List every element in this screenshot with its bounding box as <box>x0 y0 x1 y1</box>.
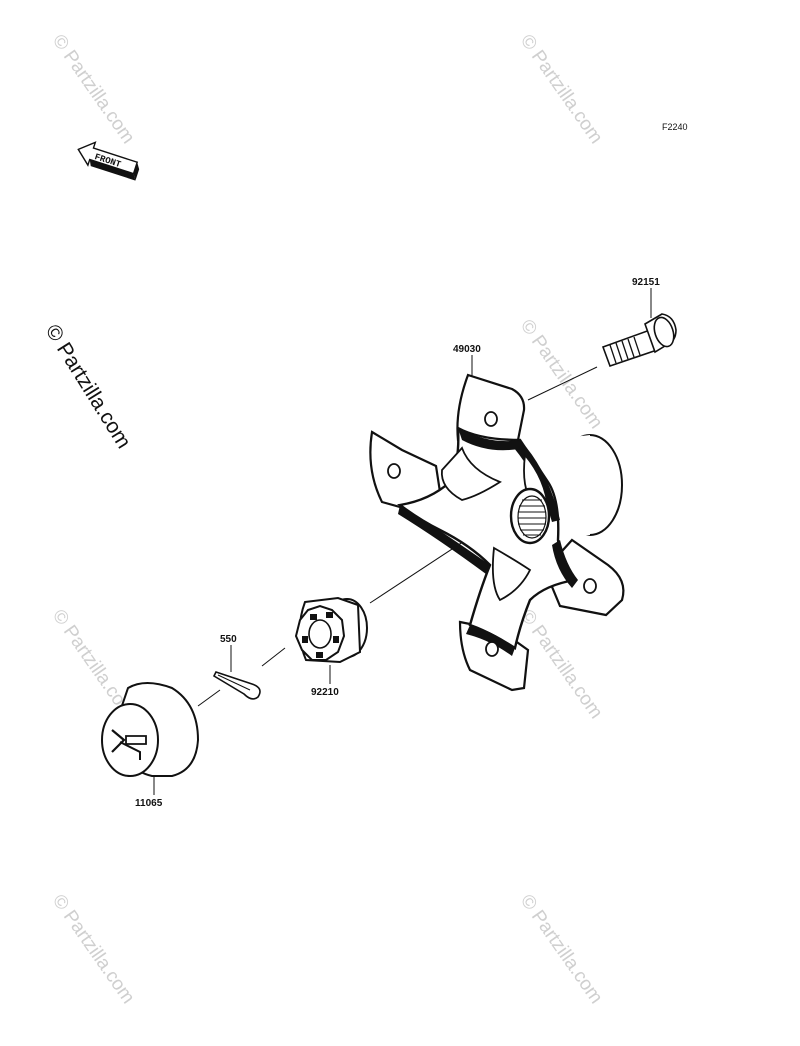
part-label[interactable]: 11065 <box>135 798 163 809</box>
watermark: © Partzilla.com <box>48 891 139 1008</box>
part-label[interactable]: 92151 <box>632 277 660 288</box>
watermark: © Partzilla.com <box>516 316 607 433</box>
logo-emblem-icon <box>111 729 147 760</box>
leader-lines <box>153 288 652 795</box>
watermark: © Partzilla.com <box>516 606 607 723</box>
hub-part[interactable] <box>369 373 625 692</box>
part-label[interactable]: 49030 <box>453 344 481 355</box>
part-label[interactable]: 92210 <box>311 687 339 698</box>
front-arrow-icon: FRONT <box>77 141 140 181</box>
part-label[interactable]: 550 <box>220 634 237 645</box>
castle-nut-part[interactable] <box>294 596 368 664</box>
stud-part[interactable] <box>601 313 677 368</box>
watermark: © Partzilla.com <box>516 31 607 148</box>
figure-code: F2240 <box>662 122 688 132</box>
cotter-pin-part[interactable] <box>212 671 261 700</box>
hub-cap-part[interactable] <box>101 682 200 777</box>
watermark: © Partzilla.com <box>48 31 139 148</box>
watermark: © Partzilla.com <box>516 891 607 1008</box>
part-labels: 92151 49030 550 92210 11065 <box>135 277 660 809</box>
watermark-prominent: © Partzilla.com <box>41 320 135 452</box>
